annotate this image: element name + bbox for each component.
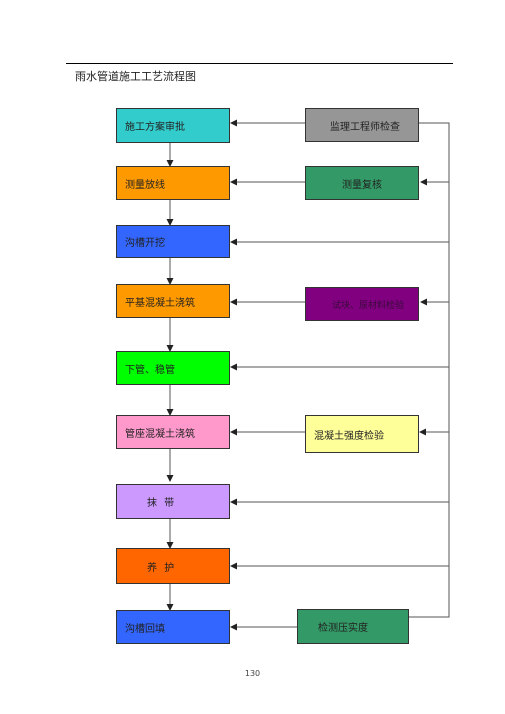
step-curing: 养 护: [116, 548, 230, 584]
check-label: 试块、原材料检验: [332, 300, 405, 311]
feedback-spine: [409, 122, 450, 618]
step-label: 施工方案审批: [125, 122, 185, 133]
step-pipe-laying: 下管、稳管: [116, 351, 230, 385]
step-label: 管座混凝土浇筑: [125, 428, 195, 440]
check-label: 检测压实度: [318, 623, 368, 634]
header-rule: [66, 63, 453, 64]
check-test-block-materials: 试块、原材料检验: [305, 287, 419, 321]
check-label: 测量复核: [342, 179, 382, 191]
step-pipe-seat-concrete-pouring: 管座混凝土浇筑: [116, 415, 230, 449]
check-concrete-strength: 混凝土强度检验: [305, 415, 419, 453]
step-label: 平基混凝土浇筑: [125, 297, 195, 309]
step-joint-plastering: 抹 带: [116, 484, 230, 519]
check-label: 混凝土强度检验: [314, 430, 384, 442]
step-construction-plan-approval: 施工方案审批: [116, 108, 230, 143]
step-label: 沟槽回填: [125, 623, 165, 635]
check-label: 监理工程师检查: [330, 121, 400, 133]
step-base-concrete-pouring: 平基混凝土浇筑: [116, 284, 230, 318]
page-title: 雨水管道施工工艺流程图: [75, 70, 196, 83]
step-label: 下管、稳管: [125, 364, 175, 376]
page-number: 130: [244, 669, 261, 678]
check-survey-review: 测量复核: [305, 166, 419, 200]
step-survey-setting-out: 测量放线: [116, 166, 230, 200]
step-label: 沟槽开挖: [125, 238, 165, 249]
step-label: 抹 带: [147, 498, 177, 509]
check-compaction-test: 检测压实度: [297, 609, 409, 644]
check-supervisor-inspection: 监理工程师检查: [305, 108, 419, 142]
step-label: 测量放线: [125, 179, 165, 191]
step-trench-backfill: 沟槽回填: [116, 610, 230, 644]
step-trench-excavation: 沟槽开挖: [116, 225, 230, 258]
step-label: 养 护: [147, 562, 177, 574]
